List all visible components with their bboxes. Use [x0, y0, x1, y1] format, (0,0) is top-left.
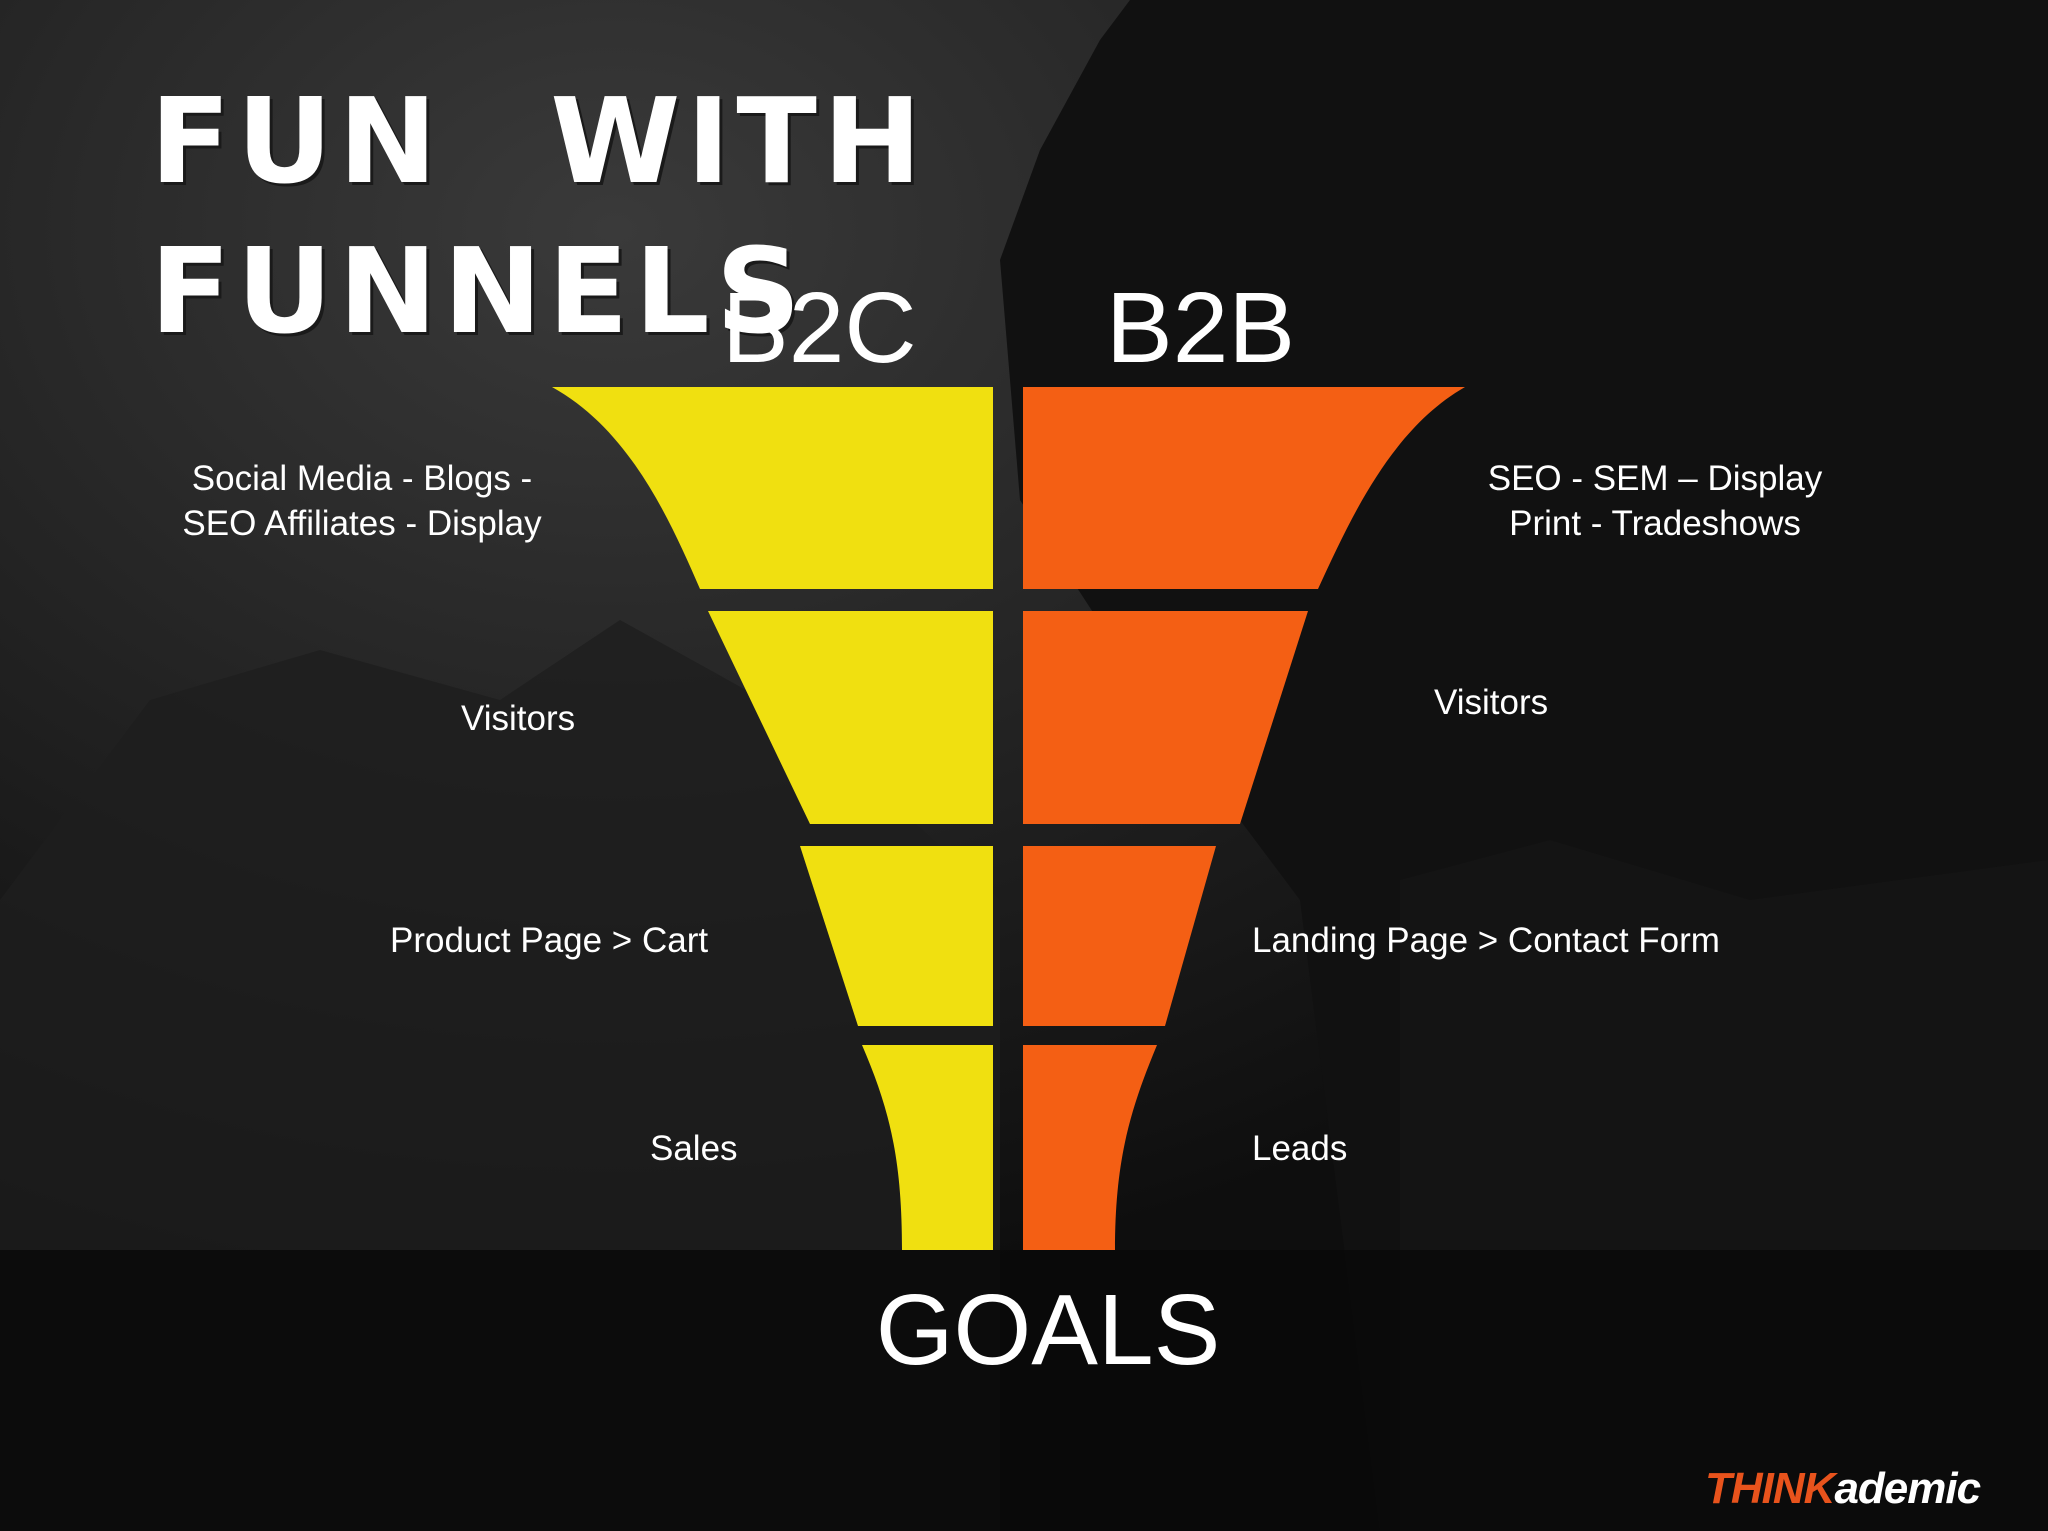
- goals-heading: GOALS: [875, 1274, 1221, 1386]
- title-line-1: FUN WITH: [150, 72, 928, 210]
- b2c-stage-3-label: Product Page > Cart: [390, 921, 709, 960]
- logo-part-ademic: ademic: [1834, 1464, 1981, 1513]
- thinkademic-logo: THINKademic: [1705, 1464, 1981, 1513]
- b2c-stage-2-segment: [708, 611, 993, 824]
- b2c-stage-2-label: Visitors: [461, 699, 576, 738]
- b2b-heading: B2B: [1106, 272, 1296, 384]
- b2b-stage-2-segment: [1023, 611, 1308, 824]
- b2b-stage-4-segment: [1023, 1045, 1157, 1250]
- b2c-stage-1-label-line-2: SEO Affiliates - Display: [182, 504, 542, 543]
- b2b-stage-1-label: SEO - SEM – Display Print - Tradeshows: [1460, 456, 1850, 546]
- b2b-stage-3-label: Landing Page > Contact Form: [1252, 921, 1720, 960]
- title-line-2: FUNNELS: [150, 222, 807, 360]
- b2c-stage-3-segment: [800, 846, 993, 1026]
- b2b-stage-1-label-line-2: Print - Tradeshows: [1509, 504, 1801, 543]
- b2c-stage-1-label-line-1: Social Media - Blogs -: [191, 459, 533, 498]
- b2c-heading: B2C: [722, 272, 917, 384]
- b2b-stage-1-label-line-1: SEO - SEM – Display: [1487, 459, 1823, 498]
- b2b-stage-1-segment: [1023, 387, 1465, 589]
- b2c-stage-1-segment: [552, 387, 993, 589]
- b2c-stage-4-label: Sales: [650, 1129, 738, 1168]
- b2c-stage-4-segment: [862, 1045, 993, 1250]
- b2b-stage-3-segment: [1023, 846, 1216, 1026]
- b2b-stage-4-label: Leads: [1252, 1129, 1348, 1168]
- logo-part-think: THINK: [1705, 1464, 1835, 1513]
- b2b-stage-2-label: Visitors: [1434, 683, 1549, 722]
- b2c-stage-1-label: Social Media - Blogs - SEO Affiliates - …: [160, 456, 564, 546]
